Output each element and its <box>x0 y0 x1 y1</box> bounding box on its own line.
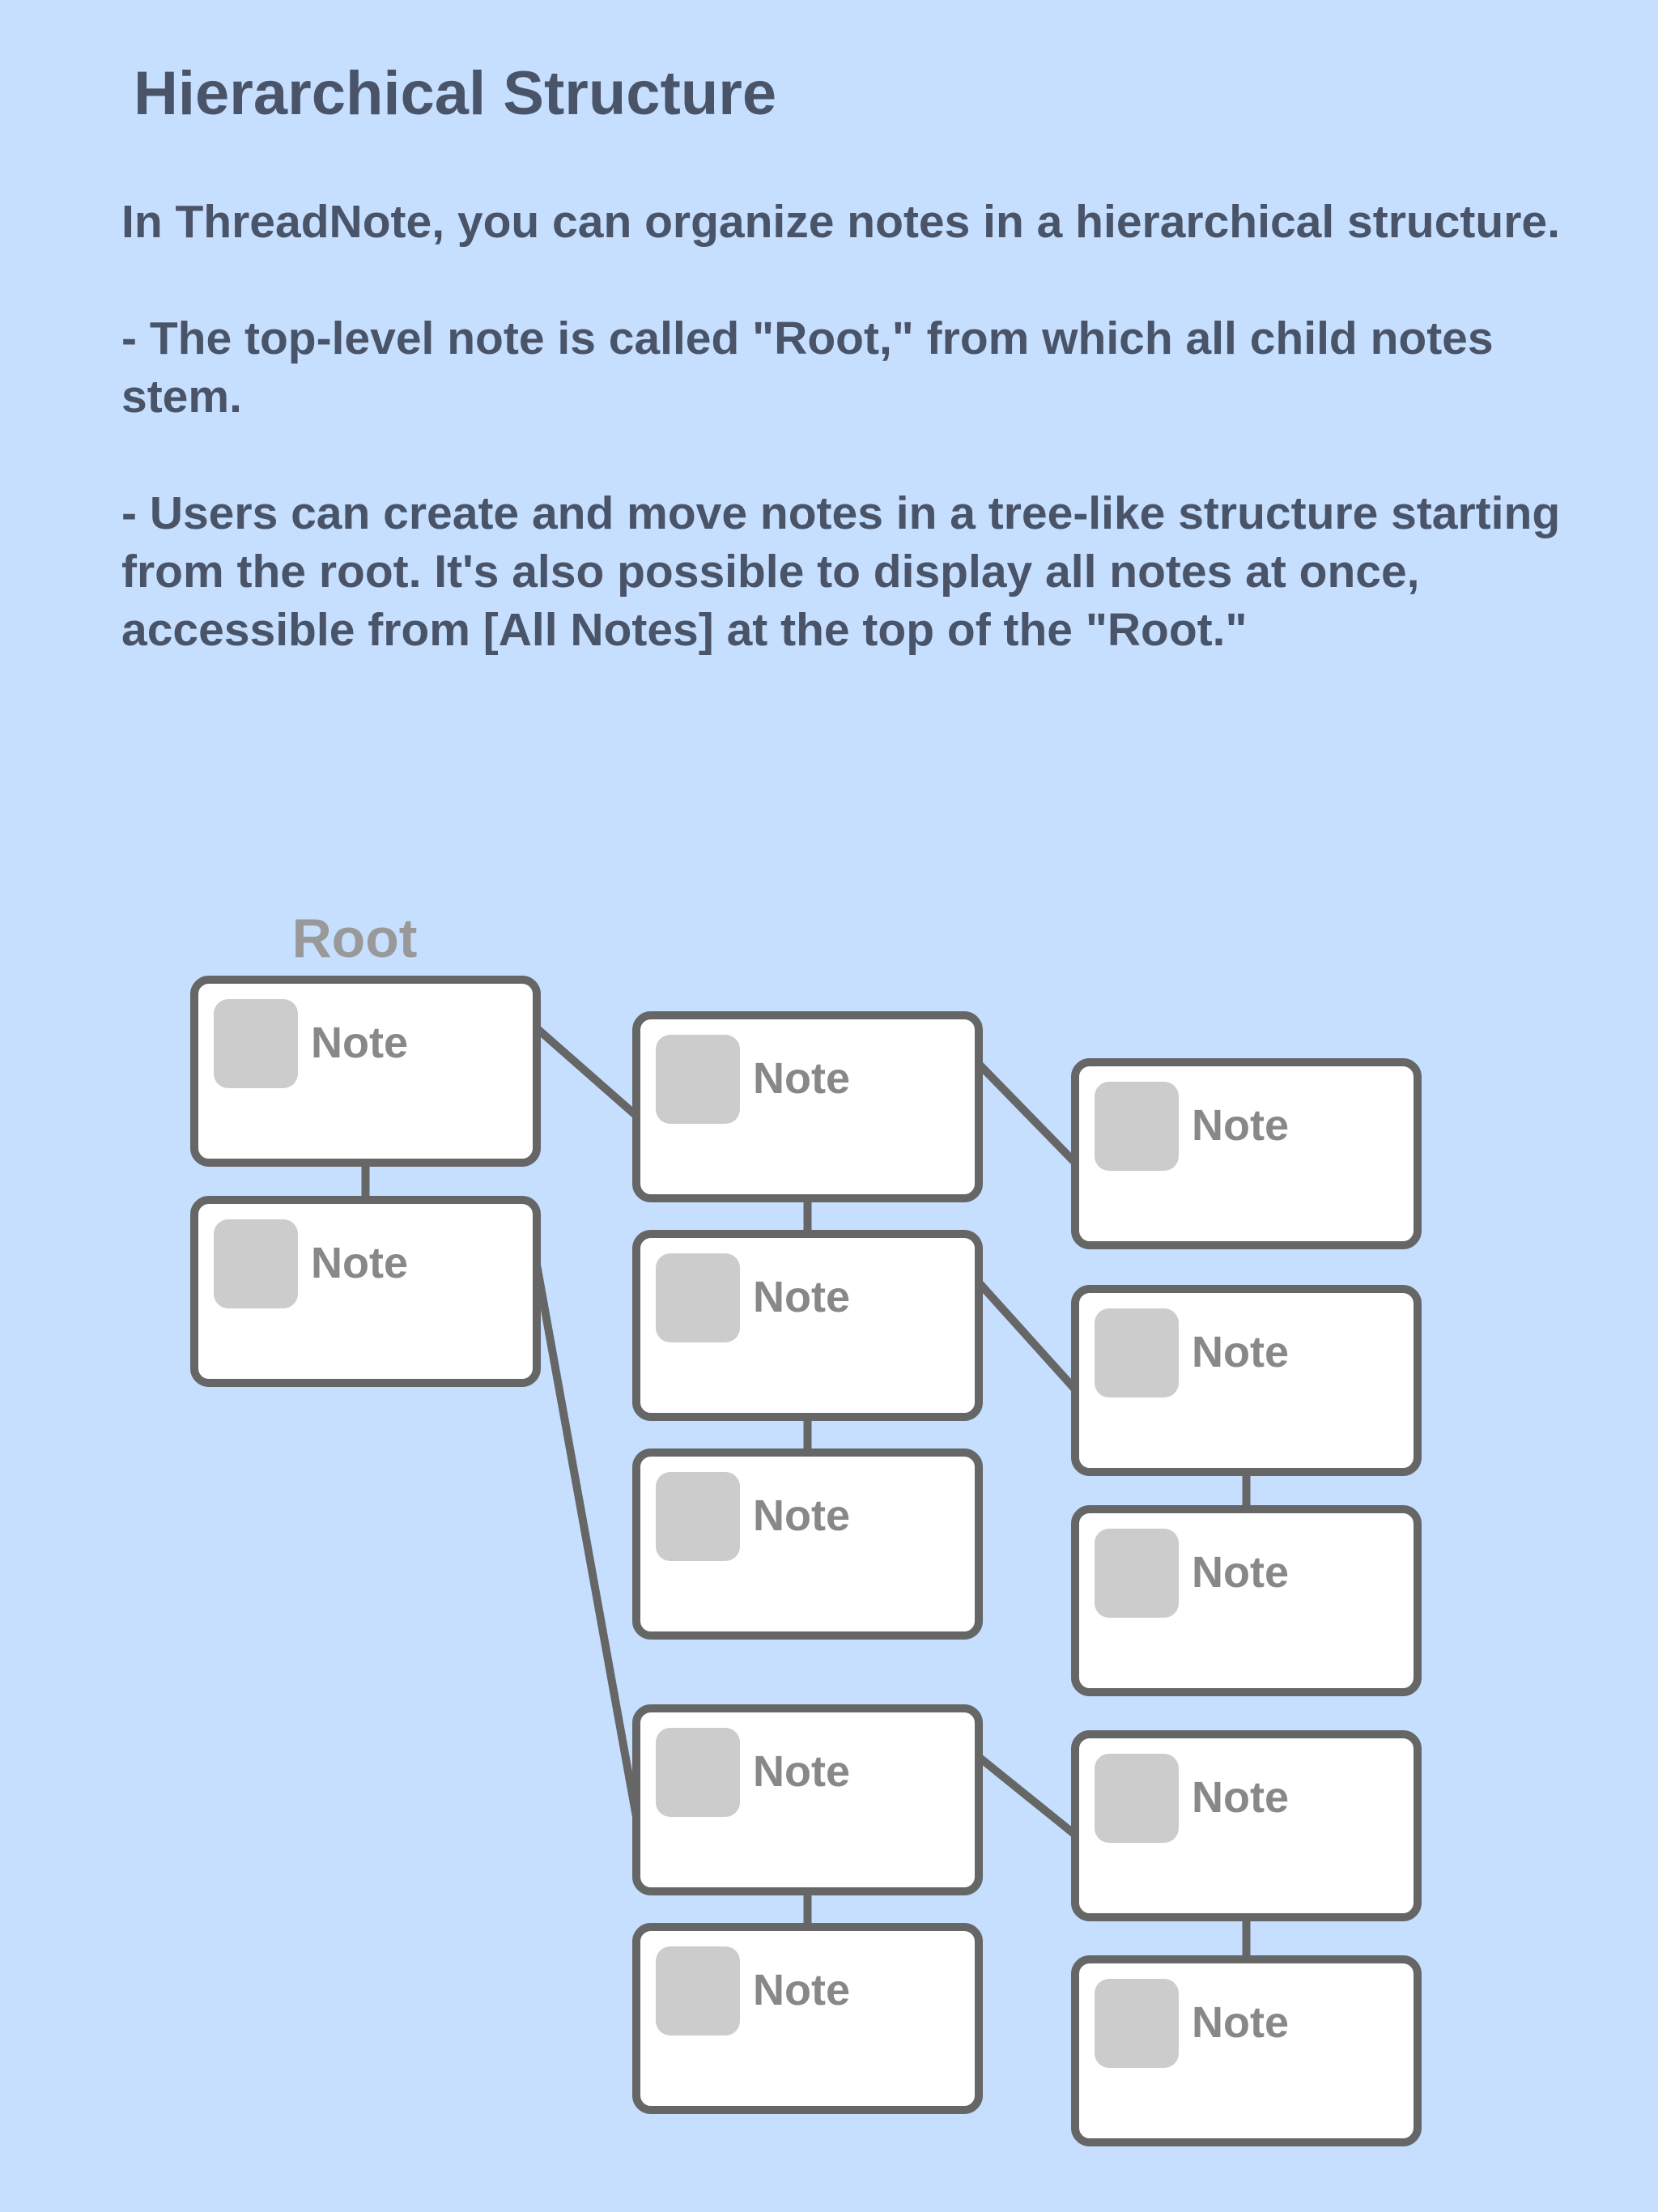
note-label: Note <box>1192 1773 1289 1822</box>
note-thumbnail-icon <box>1095 1082 1179 1171</box>
note-node[interactable]: Note <box>632 1448 983 1640</box>
note-label: Note <box>753 1054 850 1103</box>
note-thumbnail-icon <box>214 1219 298 1308</box>
note-thumbnail-icon <box>656 1035 740 1124</box>
note-label: Note <box>311 1239 408 1287</box>
note-thumbnail-icon <box>1095 1529 1179 1618</box>
note-label: Note <box>1192 1548 1289 1597</box>
note-thumbnail-icon <box>656 1728 740 1817</box>
note-node[interactable]: Note <box>632 1230 983 1421</box>
note-node[interactable]: Note <box>632 1011 983 1202</box>
tree-connector <box>976 1754 1078 1838</box>
note-label: Note <box>1192 1328 1289 1376</box>
note-label: Note <box>753 1747 850 1796</box>
tree-connector <box>534 1025 640 1119</box>
note-node[interactable]: Note <box>632 1704 983 1895</box>
note-node[interactable]: Note <box>632 1923 983 2114</box>
note-thumbnail-icon <box>1095 1754 1179 1843</box>
description-paragraph: In ThreadNote, you can organize notes in… <box>121 196 1560 248</box>
description-paragraph: - The top-level note is called "Root," f… <box>121 313 1494 423</box>
note-thumbnail-icon <box>656 1472 740 1561</box>
note-label: Note <box>1192 1998 1289 2047</box>
note-thumbnail-icon <box>214 999 298 1088</box>
note-label: Note <box>1192 1101 1289 1150</box>
note-node[interactable]: Note <box>1071 1730 1422 1921</box>
tree-connector <box>976 1061 1078 1166</box>
tree-nodes: NoteNoteNoteNoteNoteNoteNoteNoteNoteNote… <box>190 976 1422 2146</box>
note-node[interactable]: Note <box>1071 1285 1422 1476</box>
tree-connectors <box>361 1025 1251 1959</box>
note-label: Note <box>753 1273 850 1321</box>
note-label: Note <box>311 1019 408 1067</box>
tree-connector <box>533 1264 640 1818</box>
note-node[interactable]: Note <box>190 1196 541 1387</box>
note-label: Note <box>753 1491 850 1540</box>
note-node[interactable]: Note <box>1071 1058 1422 1249</box>
note-node[interactable]: Note <box>1071 1955 1422 2146</box>
page-title: Hierarchical Structure <box>134 59 777 128</box>
note-thumbnail-icon <box>1095 1308 1179 1397</box>
root-label: Root <box>292 908 418 969</box>
note-thumbnail-icon <box>656 1253 740 1342</box>
description-paragraph: - Users can create and move notes in a t… <box>121 487 1561 656</box>
note-node[interactable]: Note <box>190 976 541 1167</box>
tree-connector <box>976 1279 1078 1393</box>
note-thumbnail-icon <box>1095 1979 1179 2068</box>
description: In ThreadNote, you can organize notes in… <box>121 193 1579 717</box>
note-label: Note <box>753 1966 850 2014</box>
note-node[interactable]: Note <box>1071 1505 1422 1696</box>
note-thumbnail-icon <box>656 1946 740 2035</box>
